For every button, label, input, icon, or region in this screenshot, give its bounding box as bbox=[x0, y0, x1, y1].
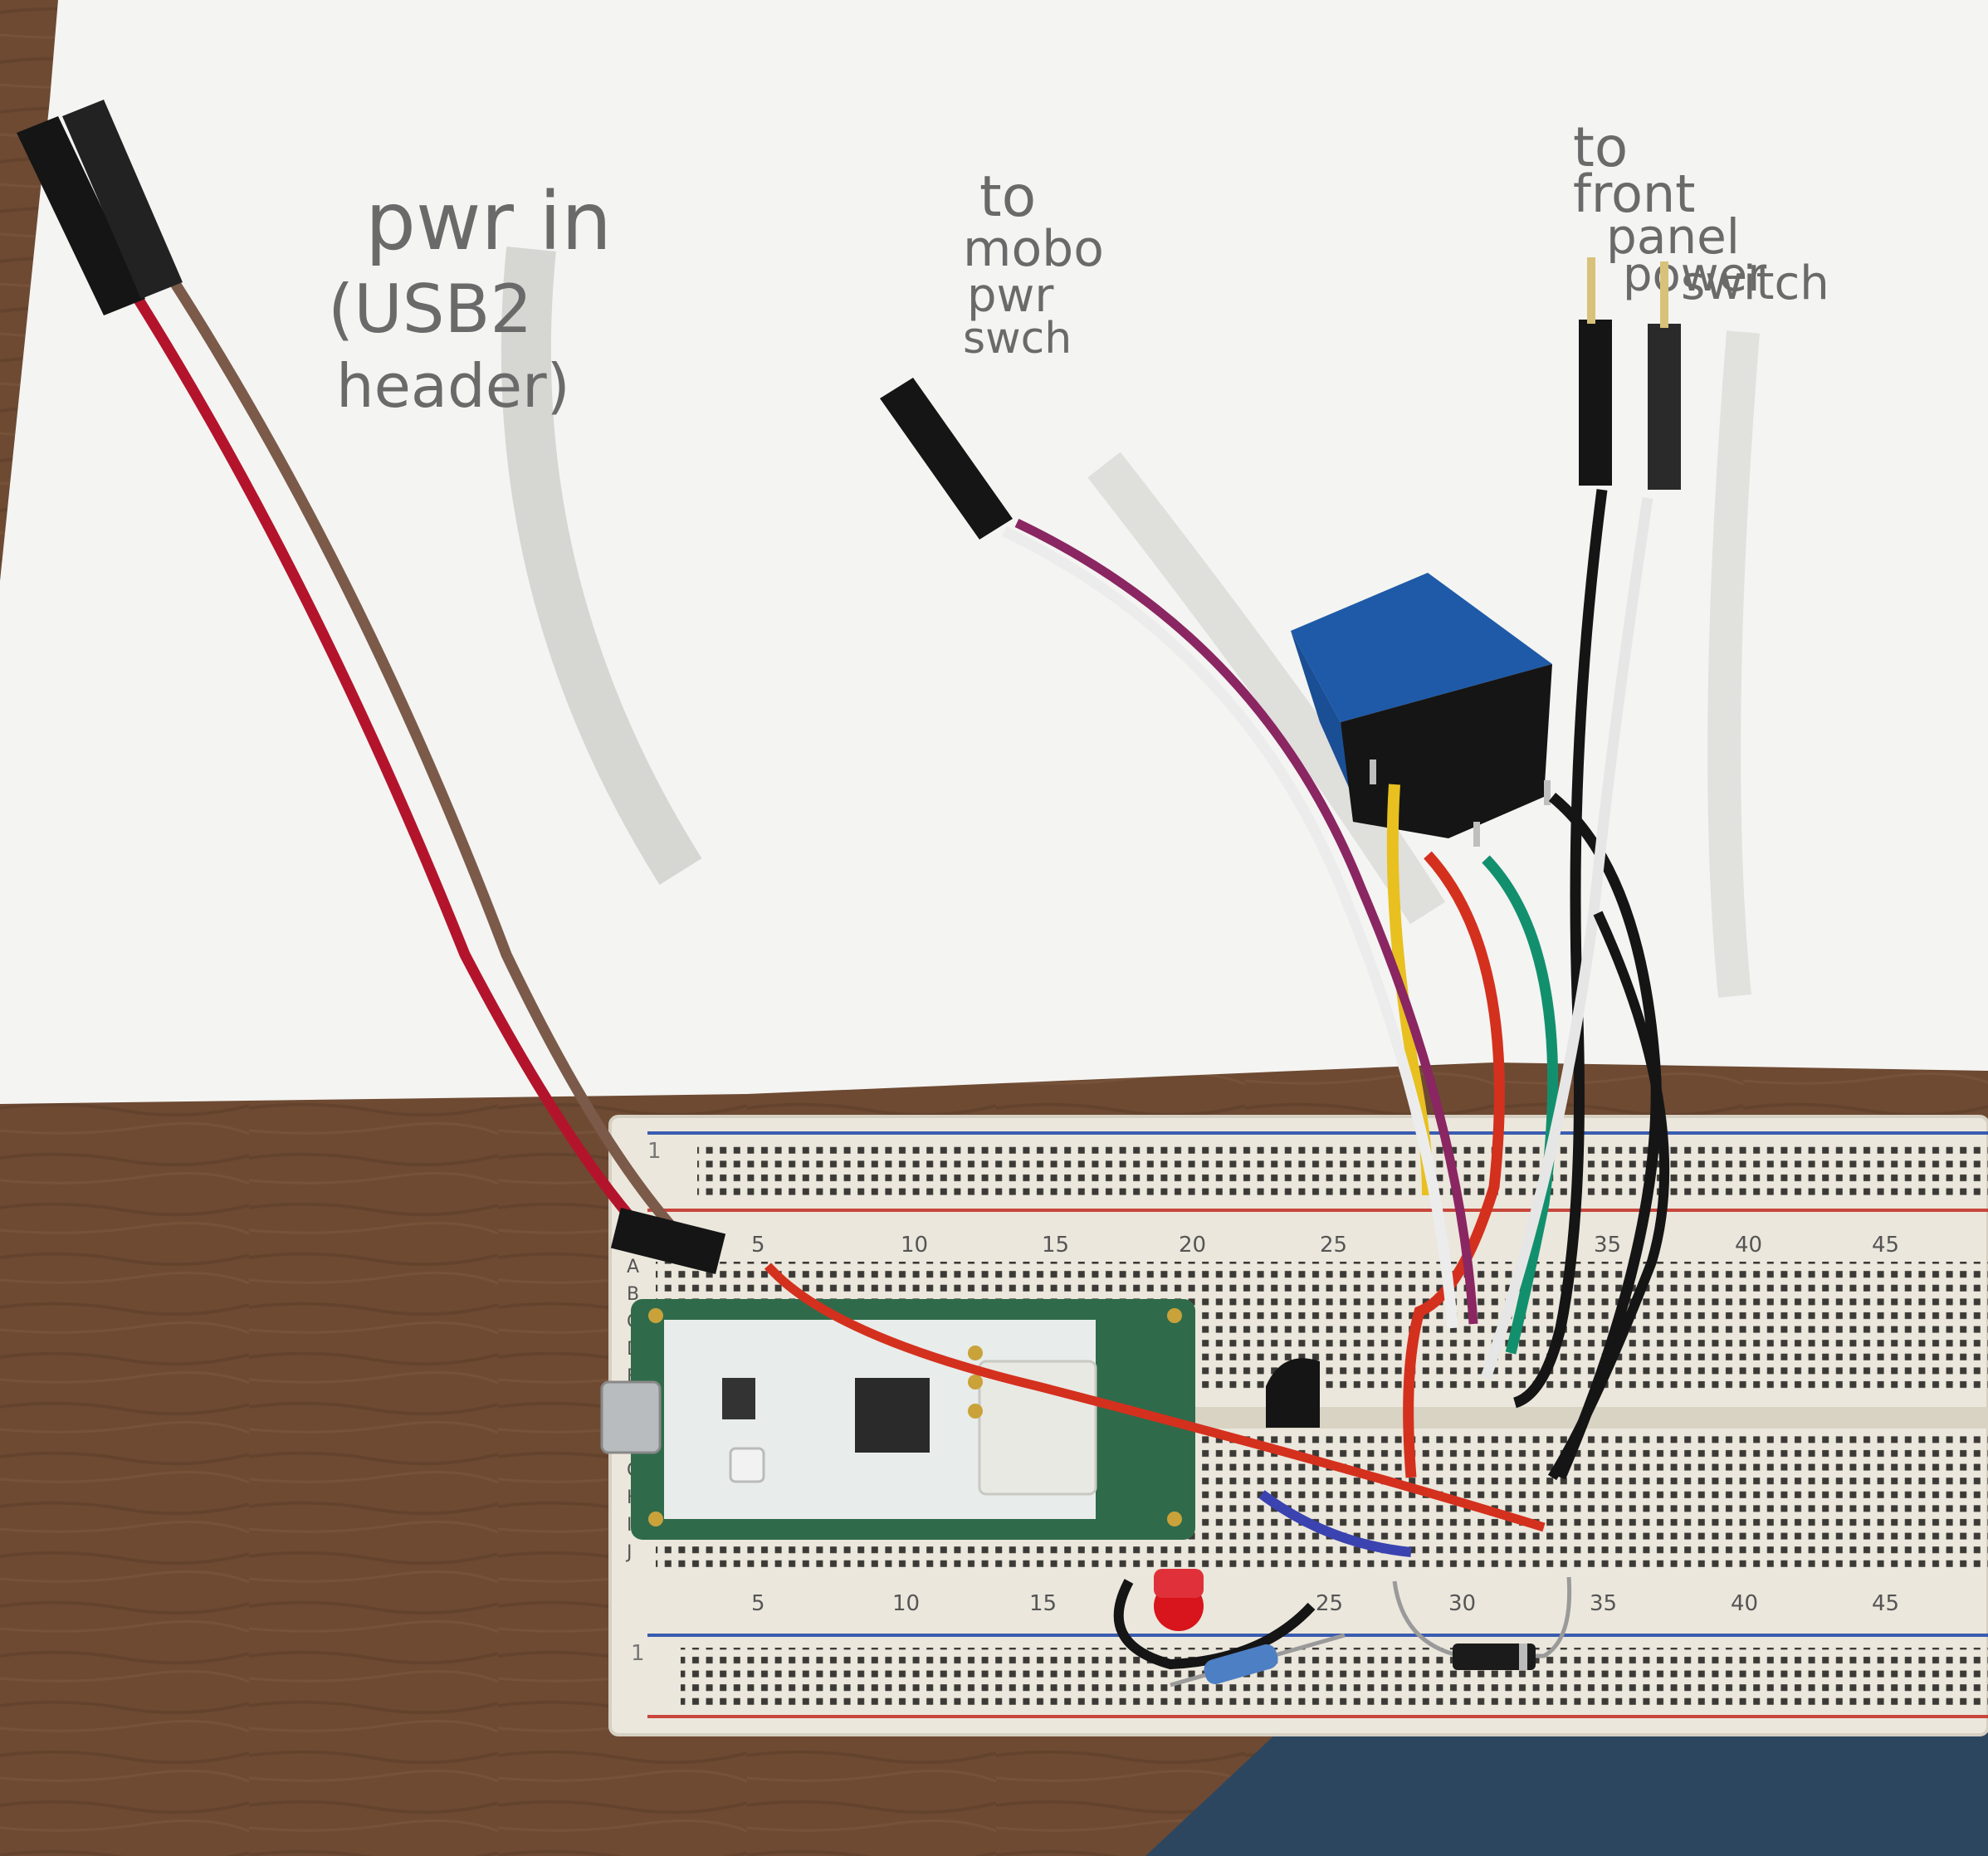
red-led-base bbox=[1154, 1569, 1204, 1598]
column-number: 5 bbox=[751, 1591, 765, 1616]
note-pwr-in: pwr in (USB2 header) bbox=[328, 175, 612, 421]
diode bbox=[1453, 1644, 1536, 1670]
blue-jumper bbox=[1258, 1490, 1412, 1557]
column-number: 20 bbox=[1179, 1233, 1206, 1258]
dupont-connector-pwr bbox=[17, 116, 145, 315]
shadow bbox=[1707, 330, 1760, 998]
svg-text:swch: swch bbox=[963, 314, 1072, 364]
row-letter: J bbox=[625, 1542, 633, 1563]
row-letter: B bbox=[627, 1284, 639, 1305]
front-panel-wire-black bbox=[1512, 489, 1608, 1409]
column-number: 15 bbox=[1029, 1591, 1057, 1616]
diode-band bbox=[1519, 1644, 1527, 1670]
pico-pads bbox=[648, 1308, 1182, 1526]
header-pin-metal bbox=[1660, 261, 1668, 328]
front-panel-wire-black2 bbox=[1547, 911, 1670, 1481]
rp2040-chip bbox=[855, 1378, 930, 1453]
resistor bbox=[1204, 1644, 1278, 1684]
pico-w-board bbox=[600, 1299, 1195, 1540]
regulator-chip bbox=[722, 1378, 755, 1419]
shadow bbox=[501, 247, 702, 885]
rail-mark: 1 bbox=[647, 1139, 662, 1164]
bootsel-button bbox=[729, 1447, 765, 1483]
usb-port bbox=[600, 1380, 662, 1454]
note-to-mobo: to mobo pwr swch bbox=[963, 164, 1104, 364]
column-number: 25 bbox=[1316, 1591, 1343, 1616]
paper-sheet bbox=[0, 0, 1988, 1104]
svg-text:power: power bbox=[1623, 248, 1767, 302]
svg-text:header): header) bbox=[336, 351, 570, 421]
transistor bbox=[1266, 1358, 1320, 1428]
row-letter: A bbox=[627, 1257, 639, 1277]
power-rail-bottom bbox=[681, 1648, 1988, 1706]
column-number: 30 bbox=[1448, 1591, 1476, 1616]
dupont-connector-pwr bbox=[62, 100, 183, 299]
column-number: 10 bbox=[892, 1591, 920, 1616]
mobo-wire-white bbox=[1002, 526, 1458, 1329]
column-number: 35 bbox=[1594, 1233, 1621, 1258]
svg-text:pwr: pwr bbox=[967, 269, 1054, 323]
svg-text:front: front bbox=[1573, 164, 1696, 224]
svg-text:panel: panel bbox=[1606, 208, 1740, 265]
wifi-module bbox=[978, 1360, 1097, 1496]
rail-mark: 1 bbox=[631, 1641, 645, 1666]
pwr-in-wire-brown bbox=[169, 279, 685, 1241]
column-number: 10 bbox=[901, 1233, 928, 1258]
relay-pins bbox=[1370, 759, 1551, 847]
svg-text:pwr in: pwr in bbox=[365, 175, 612, 268]
header-pin-housing bbox=[1648, 324, 1681, 490]
dupont-connector-breadboard bbox=[610, 1208, 726, 1274]
note-to-front-panel: to front panel power switch bbox=[1573, 115, 1829, 310]
header-pin-metal bbox=[1587, 257, 1595, 324]
column-number: 15 bbox=[1042, 1233, 1069, 1258]
header-pin-housing bbox=[1579, 320, 1612, 486]
mobo-wire-purple bbox=[1014, 519, 1478, 1325]
power-rail-top bbox=[697, 1141, 1988, 1199]
dupont-connector-mobo bbox=[880, 378, 1013, 540]
column-number: 40 bbox=[1731, 1591, 1758, 1616]
black-jumper bbox=[1113, 1579, 1316, 1670]
red-jumper bbox=[764, 1263, 1546, 1532]
relay-top bbox=[1291, 573, 1552, 722]
red-wire-relay bbox=[1403, 851, 1505, 1478]
svg-text:to: to bbox=[979, 164, 1036, 230]
column-number: 25 bbox=[1320, 1233, 1347, 1258]
svg-text:switch: switch bbox=[1681, 256, 1829, 310]
svg-text:(USB2: (USB2 bbox=[328, 271, 532, 348]
column-number: 40 bbox=[1735, 1233, 1762, 1258]
column-number: 45 bbox=[1872, 1233, 1899, 1258]
column-number: 35 bbox=[1590, 1591, 1617, 1616]
column-number: 5 bbox=[751, 1233, 765, 1258]
svg-text:mobo: mobo bbox=[963, 220, 1104, 278]
column-number: 45 bbox=[1872, 1591, 1899, 1616]
svg-text:to: to bbox=[1573, 115, 1628, 179]
pwr-in-wire-red bbox=[128, 287, 652, 1241]
row-letter: I bbox=[627, 1515, 633, 1536]
front-panel-wire-white bbox=[1480, 497, 1653, 1380]
relay-front bbox=[1291, 631, 1353, 797]
